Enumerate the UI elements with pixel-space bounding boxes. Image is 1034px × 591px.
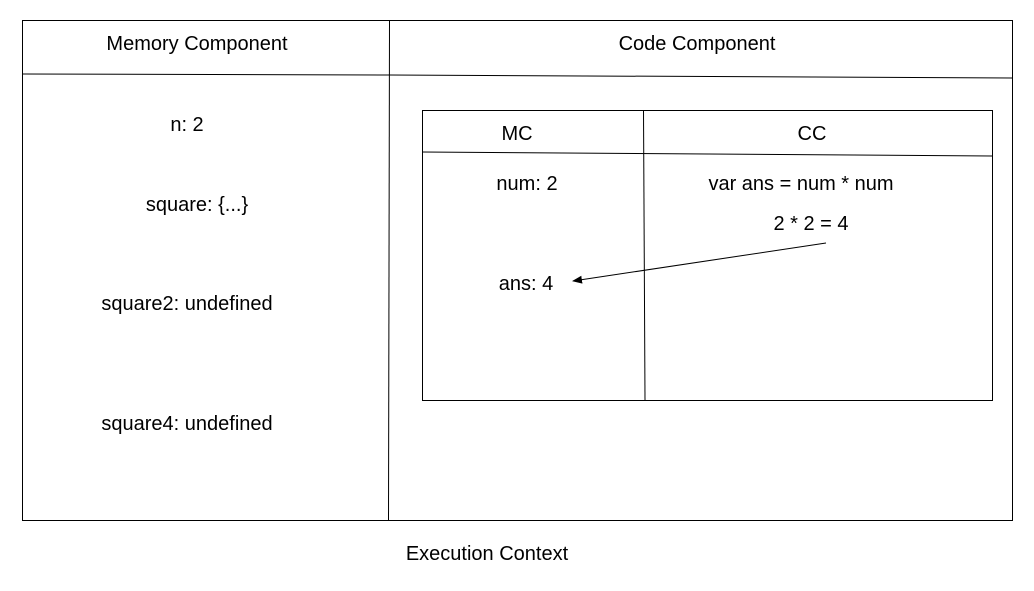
cc-computation-line: 2 * 2 = 4 [773, 213, 849, 235]
outer-column-divider [388, 19, 390, 521]
outer-header-divider-right [388, 74, 1013, 79]
inner-column-divider [643, 109, 646, 401]
memory-component-header: Memory Component [106, 33, 288, 55]
code-component-header: Code Component [618, 33, 776, 55]
cc-header: CC [797, 123, 827, 145]
mc-header: MC [501, 123, 533, 145]
outer-header-divider-left [21, 73, 390, 76]
inner-table-border [422, 110, 993, 401]
cc-code-line: var ans = num * num [708, 173, 894, 195]
inner-header-divider [421, 151, 993, 157]
result-arrow [572, 242, 827, 284]
diagram-caption: Execution Context [405, 543, 569, 565]
memory-entry-square4: square4: undefined [101, 413, 273, 435]
memory-entry-n: n: 2 [170, 114, 204, 136]
memory-entry-square2: square2: undefined [101, 293, 273, 315]
mc-entry-num: num: 2 [496, 173, 558, 195]
outer-table-border [22, 20, 1013, 521]
mc-entry-ans: ans: 4 [498, 273, 554, 295]
memory-entry-square: square: {...} [145, 194, 249, 216]
